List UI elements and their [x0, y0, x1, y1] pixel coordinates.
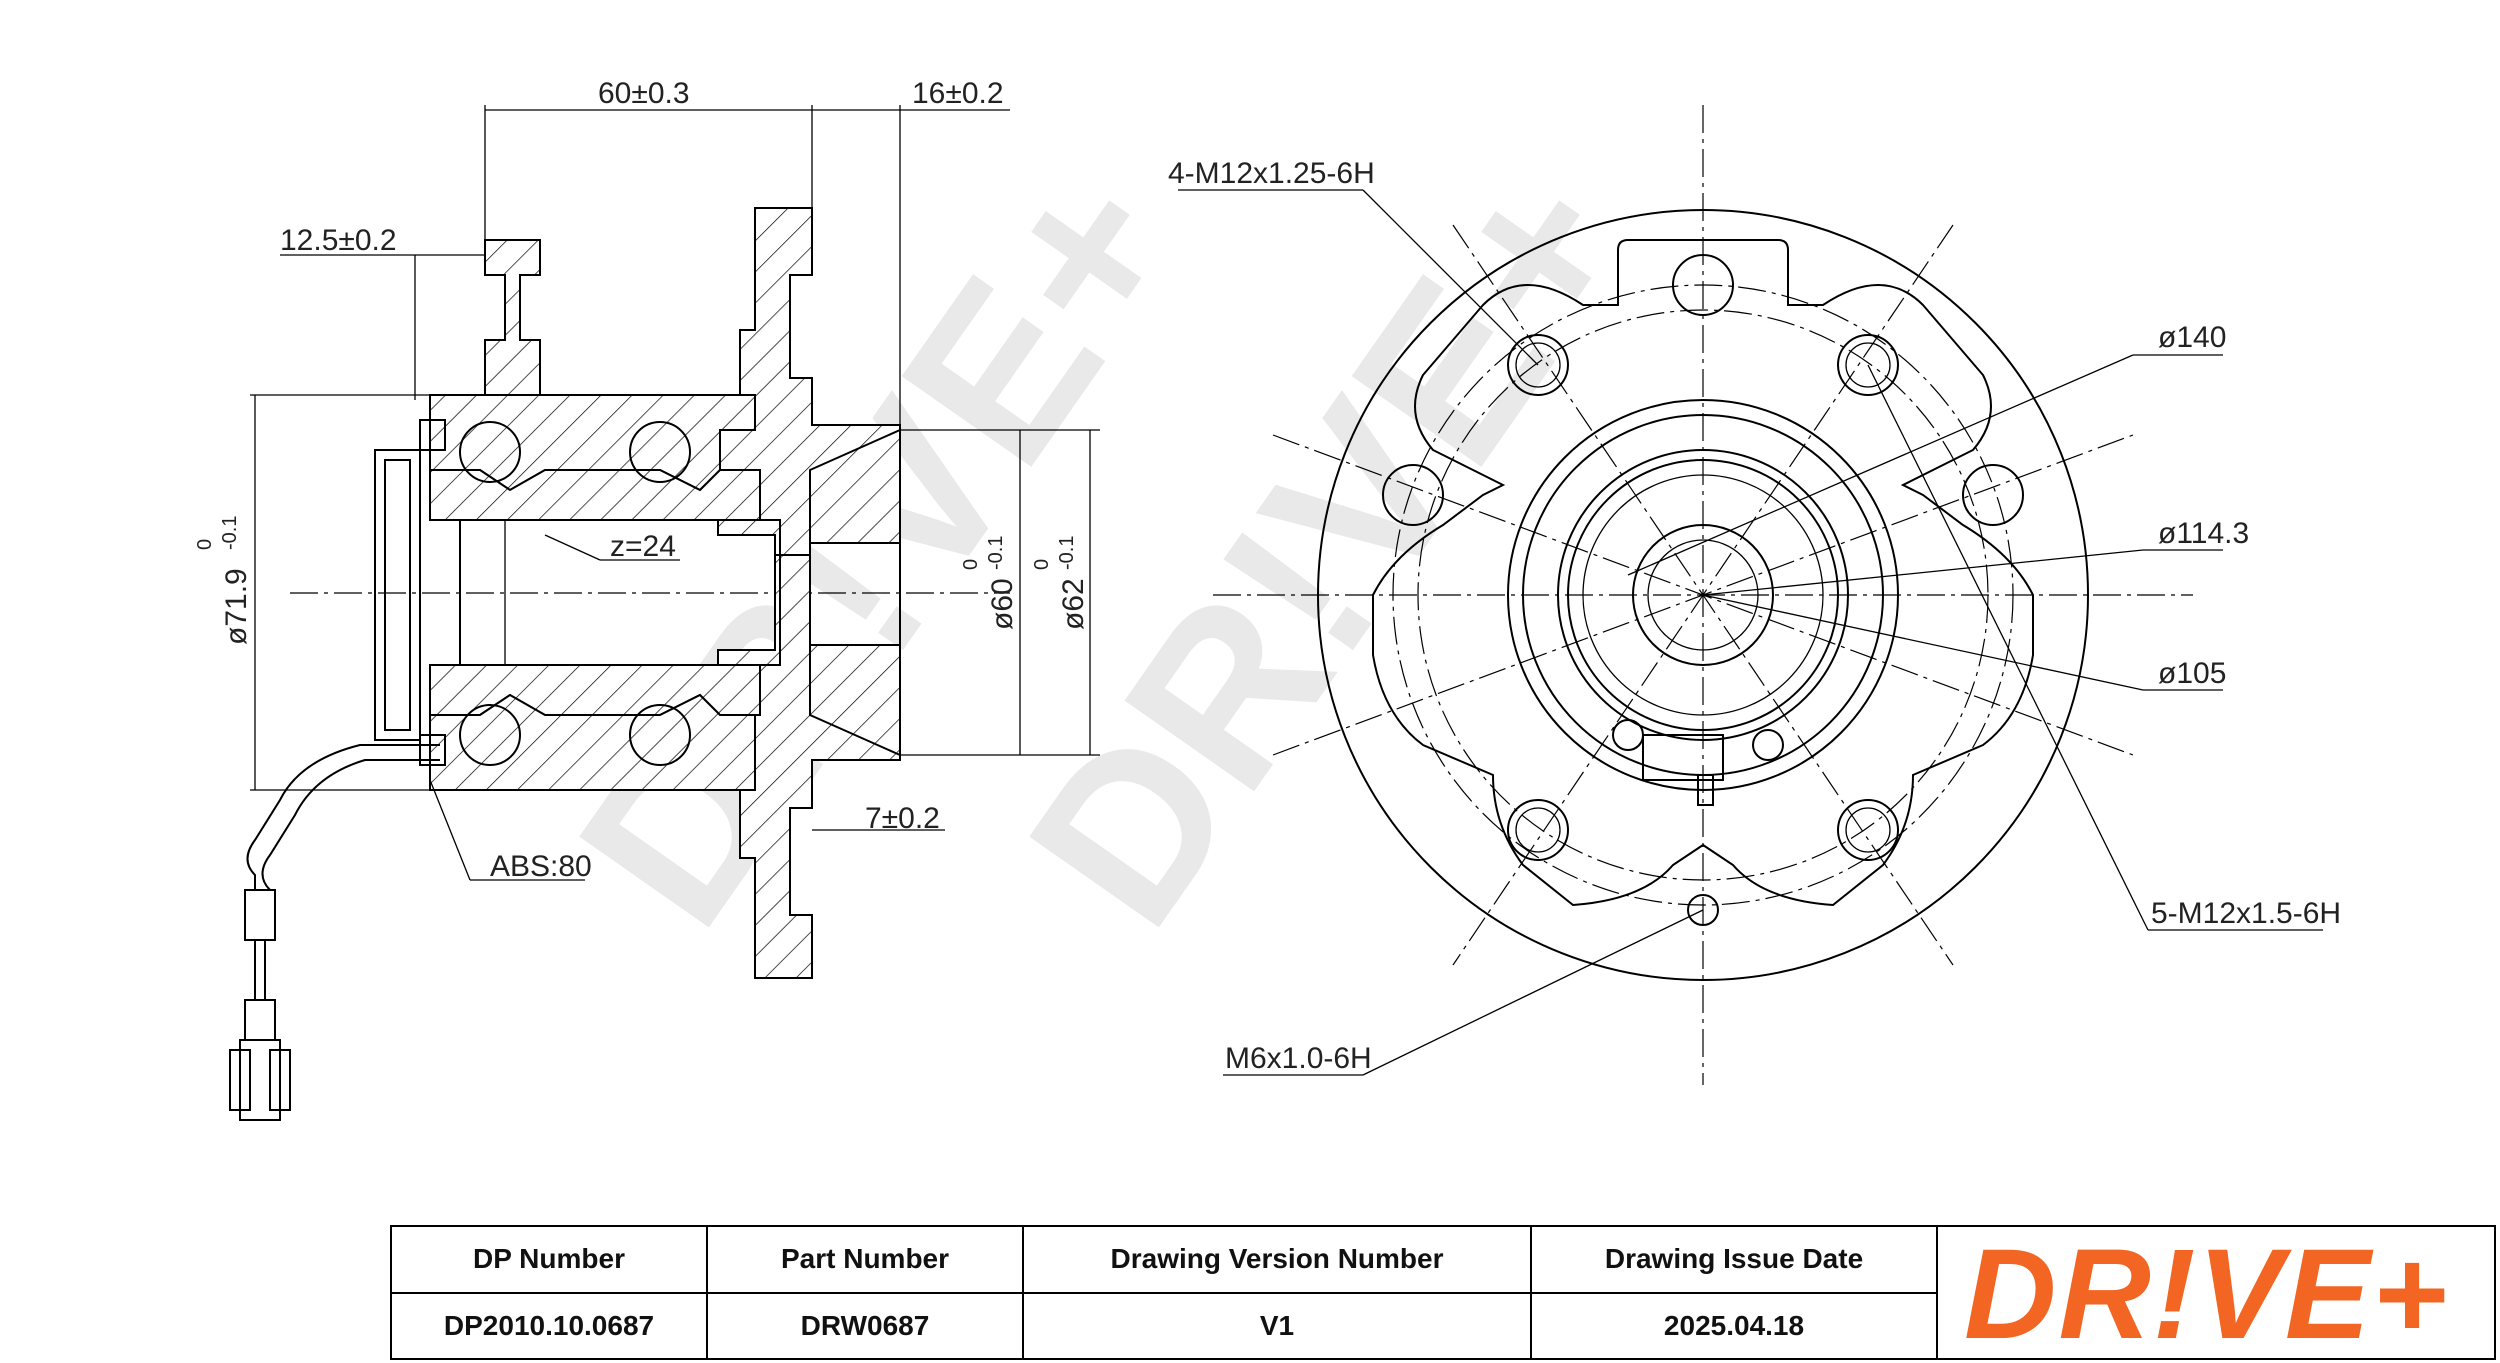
title-block: DP Number DP2010.10.0687 Part Number DRW…	[390, 1225, 2496, 1360]
dim-62-tol-bot: -0.1	[1056, 536, 1078, 570]
tb-header-version: Drawing Version Number	[1024, 1227, 1530, 1294]
svg-text:DR!VE+: DR!VE+	[1964, 1238, 2449, 1348]
dim-60-bore-label: ø60	[986, 578, 1019, 630]
dim-12-5-label: 12.5±0.2	[280, 224, 397, 257]
dim-71-9-tol-top: 0	[194, 539, 216, 550]
dim-62-label: ø62	[1057, 578, 1090, 630]
dim-60-bore-tol-top: 0	[960, 559, 982, 570]
tb-col-issue-date: Drawing Issue Date 2025.04.18	[1532, 1227, 1938, 1358]
tb-col-dp-number: DP Number DP2010.10.0687	[392, 1227, 708, 1358]
abs-label: ABS:80	[490, 850, 592, 883]
dim-60-label: 60±0.3	[598, 77, 690, 110]
side-section-view: 60±0.3 16±0.2 12.5±0.2 7±0.2 z=24 ABS:80…	[194, 77, 1100, 1121]
dim-62-tol-top: 0	[1031, 559, 1053, 570]
dim-60-bore-tol-bot: -0.1	[985, 536, 1007, 570]
dia-140-label: ø140	[2158, 321, 2226, 354]
drive-logo: DR!VE+	[1938, 1227, 2494, 1358]
tb-value-issue-date: 2025.04.18	[1663, 1309, 1805, 1341]
tb-value-dp-number: DP2010.10.0687	[443, 1309, 655, 1341]
tb-value-part-number: DRW0687	[800, 1309, 930, 1341]
dia-105-label: ø105	[2158, 657, 2226, 690]
dim-71-9-tol-bot: -0.1	[219, 516, 241, 550]
dim-16-label: 16±0.2	[912, 77, 1004, 110]
tb-header-issue-date: Drawing Issue Date	[1532, 1227, 1936, 1294]
drive-logo-icon: DR!VE+	[1964, 1238, 2449, 1348]
spline-label: z=24	[610, 530, 676, 563]
dim-71-9-label: ø71.9	[220, 568, 253, 645]
tb-col-part-number: Part Number DRW0687	[708, 1227, 1024, 1358]
dia-114-3-label: ø114.3	[2158, 517, 2249, 550]
tb-col-version: Drawing Version Number V1	[1024, 1227, 1532, 1358]
tb-header-dp-number: DP Number	[392, 1227, 706, 1294]
dim-7-label: 7±0.2	[865, 802, 940, 835]
tb-header-part-number: Part Number	[708, 1227, 1022, 1294]
front-view: 4-M12x1.25-6H ø140 ø114.3 ø105 5-M12x1.5…	[1168, 105, 2341, 1085]
tb-value-version: V1	[1259, 1309, 1295, 1341]
thread-m6-label: M6x1.0-6H	[1225, 1042, 1372, 1075]
thread-5-label: 5-M12x1.5-6H	[2151, 897, 2341, 930]
thread-4-label: 4-M12x1.25-6H	[1168, 157, 1375, 190]
